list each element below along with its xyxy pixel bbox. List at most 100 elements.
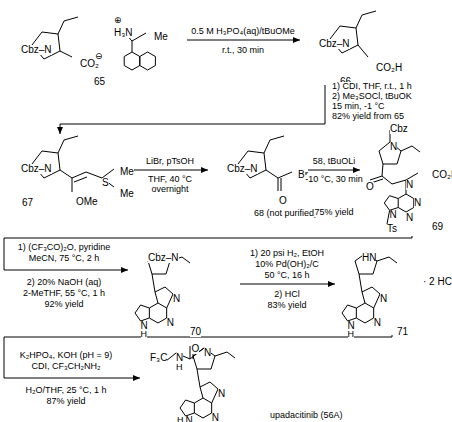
- bond: [355, 253, 377, 274]
- reaction-condition: K₂HPO₄, KOH (pH = 9): [20, 351, 112, 360]
- bond: [281, 178, 282, 191]
- atom-label: N: [414, 198, 421, 208]
- atom-label: CO₂Et: [432, 170, 452, 180]
- reaction-condition: MeCN, 75 °C, 2 h: [29, 254, 100, 263]
- compound-number: 65: [94, 77, 105, 87]
- atom-label: H: [141, 330, 148, 339]
- reaction-condition: 2) HCl: [274, 290, 300, 299]
- bond: [384, 196, 398, 211]
- reaction-condition: 10% Pd(OH)₂/C: [255, 260, 319, 269]
- atom-label: N: [406, 180, 413, 190]
- reaction-condition: 1) (CF₃CO)₂O, pyridine: [18, 243, 111, 252]
- atom-label: Ts: [387, 224, 397, 234]
- structure: [208, 134, 308, 214]
- atom-label: OMe: [76, 197, 98, 207]
- compound: Cbz–NCO₂⊖⊕H₃NMe65: [2, 5, 187, 85]
- bond: [58, 136, 78, 153]
- reaction-condition: 2-MeTHF, 55 °C, 1 h: [23, 289, 105, 298]
- reaction-condition: 1) CDI, THF, r.t., 1 h: [332, 82, 412, 91]
- arrow-line: [4, 236, 412, 270]
- arrowhead: [293, 37, 300, 43]
- bond: [140, 52, 156, 70]
- compound: Cbz–NCO₂H66: [300, 5, 395, 85]
- bond: [194, 398, 211, 418]
- reaction-arrow: [57, 85, 325, 134]
- structure: [140, 339, 325, 422]
- reaction-condition: 2) Me₃SOCl, tBuOK: [332, 92, 412, 101]
- atom-label: Cbz–N: [227, 164, 258, 174]
- reaction-condition: overnight: [151, 185, 188, 194]
- bond: [362, 287, 380, 308]
- atom-label: HN: [362, 253, 376, 263]
- bond: [197, 369, 200, 387]
- atom-label: N: [176, 353, 183, 363]
- reaction-condition: r.t., 30 min: [222, 46, 264, 55]
- atom-label: N: [212, 413, 219, 422]
- bond: [200, 382, 218, 403]
- bond: [135, 305, 149, 321]
- bond: [278, 178, 279, 191]
- reaction-condition: 92% yield: [44, 300, 83, 309]
- arrow-line: [187, 40, 300, 41]
- atom-label: N: [380, 294, 387, 304]
- atom-label: N: [173, 294, 180, 304]
- bond: [377, 257, 397, 263]
- reaction-arrow: [4, 236, 412, 273]
- bond: [124, 52, 140, 70]
- bond: [215, 352, 235, 358]
- atom-label: N: [406, 213, 413, 223]
- atom-label: Cbz: [390, 124, 408, 134]
- reaction-condition: 1) 20 psi H₂, EtOH: [250, 249, 324, 258]
- reaction-condition: 58, tBuOLi: [313, 157, 356, 166]
- reaction-arrow: [308, 167, 360, 173]
- reaction-condition: 75% yield: [314, 208, 353, 217]
- atom-label: N: [167, 318, 174, 328]
- atom-label: CO₂H: [376, 63, 402, 73]
- atom-label: N: [186, 416, 193, 422]
- bond: [132, 33, 146, 41]
- atom-label: Me: [154, 32, 168, 42]
- bond: [358, 45, 368, 57]
- atom-label: O: [192, 344, 200, 354]
- arrowhead: [328, 281, 335, 287]
- bond: [60, 51, 72, 57]
- bond: [132, 41, 133, 52]
- bond: [74, 177, 87, 182]
- arrow-line: [308, 170, 360, 171]
- bond: [382, 176, 392, 184]
- atom-label: Cbz–N: [148, 253, 179, 263]
- bond: [152, 274, 155, 292]
- reaction-condition: 2) 20% NaOH (aq): [27, 278, 102, 287]
- compound-number: 71: [397, 327, 408, 337]
- bond: [401, 146, 420, 152]
- arrow-line: [60, 85, 325, 134]
- bond: [102, 178, 114, 187]
- arrowhead: [353, 167, 360, 173]
- reaction-condition: -10 °C, 30 min: [305, 175, 363, 184]
- atom-label: O: [279, 196, 287, 206]
- reaction-condition: 0.5 M H₃PO₄(aq)/tBuOMe: [191, 27, 294, 36]
- arrowhead: [133, 375, 140, 381]
- bond: [86, 172, 102, 178]
- arrowhead: [57, 127, 63, 134]
- compound: Cbz–NOMeSMeMe67: [2, 134, 132, 210]
- reaction-arrow: [240, 281, 335, 287]
- atom-label: Cbz–N: [21, 164, 52, 174]
- atom-label: N: [390, 210, 397, 220]
- reaction-condition: H₂O/THF, 25 °C, 1 h: [25, 386, 106, 395]
- bond: [356, 11, 376, 28]
- compound: Cbz–NOBr68 (not purified): [208, 134, 308, 214]
- atom-label: H₃N: [114, 28, 133, 38]
- bond: [406, 173, 418, 180]
- bond: [102, 169, 114, 178]
- bond: [72, 178, 73, 192]
- atom-label: ⊕: [114, 16, 122, 25]
- bond: [155, 287, 173, 308]
- atom-label: · 2 HCl: [423, 277, 452, 287]
- reaction-condition: 83% yield: [267, 301, 306, 310]
- arrow-line: [4, 335, 392, 378]
- atom-label: H: [348, 330, 355, 339]
- atom-label: Me: [120, 189, 134, 199]
- bond: [266, 170, 278, 178]
